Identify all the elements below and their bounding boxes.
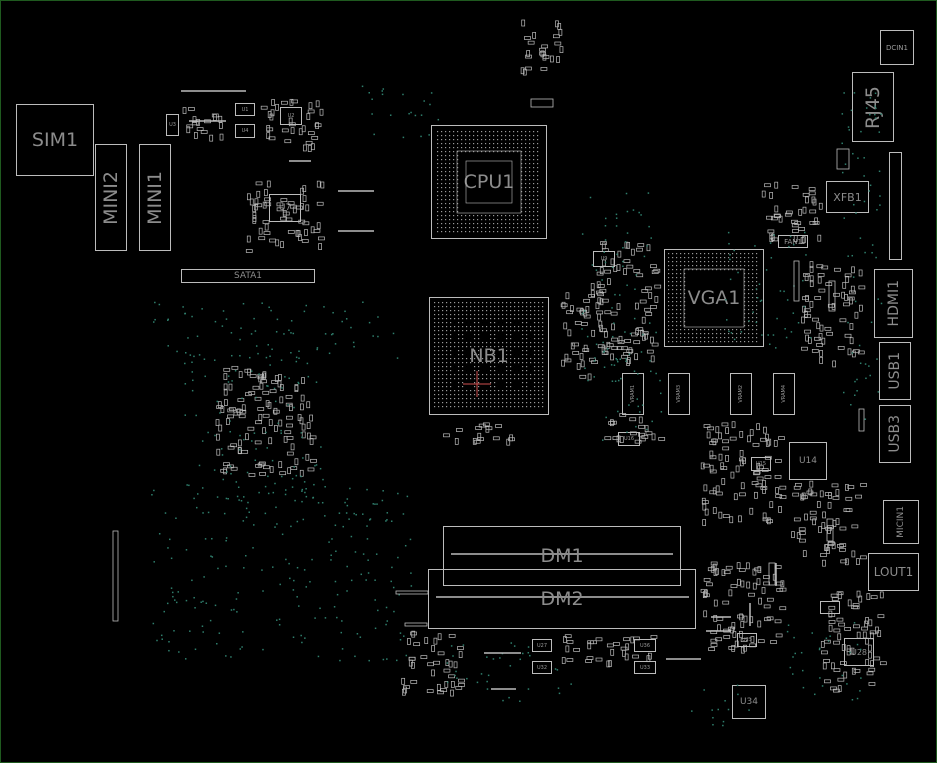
u28-chip[interactable]: U28 — [844, 638, 874, 666]
u4-chip[interactable]: U4 — [235, 124, 255, 138]
u36-label: U36 — [639, 642, 651, 649]
u15-label: U15 — [755, 461, 767, 467]
sim1-slot[interactable]: SIM1 — [16, 104, 94, 176]
u34-label: U34 — [739, 697, 759, 707]
vram1-chip[interactable]: VRAM1 — [622, 373, 644, 415]
u16-label: U16 — [623, 436, 635, 442]
fan1-label: FAN1 — [784, 237, 802, 246]
xfb1-label: XFB1 — [833, 190, 862, 204]
u3-label: U3 — [169, 122, 176, 128]
u32-chip[interactable]: U32 — [532, 661, 552, 674]
sata1-label: SATA1 — [233, 271, 263, 281]
side-connector[interactable] — [889, 152, 902, 260]
mini1-slot[interactable]: MINI1 — [139, 144, 171, 251]
u4-label: U4 — [241, 128, 249, 134]
dm1-slot[interactable]: DM1 — [443, 526, 681, 586]
u27-label: U27 — [536, 642, 548, 649]
micin1-jack[interactable]: MICIN1 — [883, 500, 919, 544]
u2-chip[interactable]: U2 — [280, 107, 302, 125]
u36-chip[interactable]: U36 — [634, 639, 656, 652]
hdmi1-port[interactable]: HDMI1 — [874, 269, 913, 338]
u3-chip[interactable]: U3 — [166, 114, 179, 136]
u27-chip[interactable]: U27 — [532, 639, 552, 652]
dm2-label: DM2 — [540, 588, 584, 610]
dcin1-label: DCIN1 — [885, 43, 909, 52]
u1-label: U1 — [241, 106, 249, 113]
u14-chip[interactable]: U14 — [789, 442, 827, 480]
dcin1-connector[interactable]: DCIN1 — [880, 30, 914, 65]
lout1-label: LOUT1 — [873, 565, 914, 579]
sata1-connector[interactable]: SATA1 — [181, 269, 315, 283]
fan1-connector[interactable]: FAN1 — [778, 235, 808, 248]
u33-label: U33 — [639, 664, 651, 671]
vga1-chip[interactable]: VGA1 — [664, 249, 764, 347]
u2-label: U2 — [287, 113, 295, 119]
usb1-port[interactable]: USB1 — [879, 342, 911, 400]
u14-label: U14 — [798, 456, 818, 466]
vga1-label: VGA1 — [687, 287, 741, 309]
vram3-chip[interactable]: VRAM3 — [668, 373, 690, 415]
cpu1-label: CPU1 — [463, 171, 515, 193]
u28-label: U28 — [850, 647, 868, 657]
vram4-chip[interactable]: VRAM4 — [773, 373, 795, 415]
lout1-jack[interactable]: LOUT1 — [868, 553, 919, 591]
xfb1-component[interactable]: XFB1 — [826, 181, 869, 213]
u1-chip[interactable]: U1 — [235, 103, 255, 116]
usb3-port[interactable]: USB3 — [879, 405, 911, 463]
u34-chip[interactable]: U34 — [732, 685, 766, 719]
u15-chip[interactable]: U15 — [751, 457, 771, 471]
rj45-port[interactable]: RJ45 — [852, 72, 894, 142]
u7-label: U7 — [278, 203, 292, 213]
cpu1-socket[interactable]: CPU1 — [431, 125, 547, 239]
mini2-slot[interactable]: MINI2 — [95, 144, 127, 251]
sim1-label: SIM1 — [31, 129, 79, 151]
u32-label: U32 — [536, 664, 548, 671]
u33-chip[interactable]: U33 — [634, 661, 656, 674]
u9-label: U9 — [600, 256, 608, 262]
dm1-label: DM1 — [540, 545, 584, 567]
vram2-chip[interactable]: VRAM2 — [730, 373, 752, 415]
dm2-slot[interactable]: DM2 — [428, 569, 696, 629]
